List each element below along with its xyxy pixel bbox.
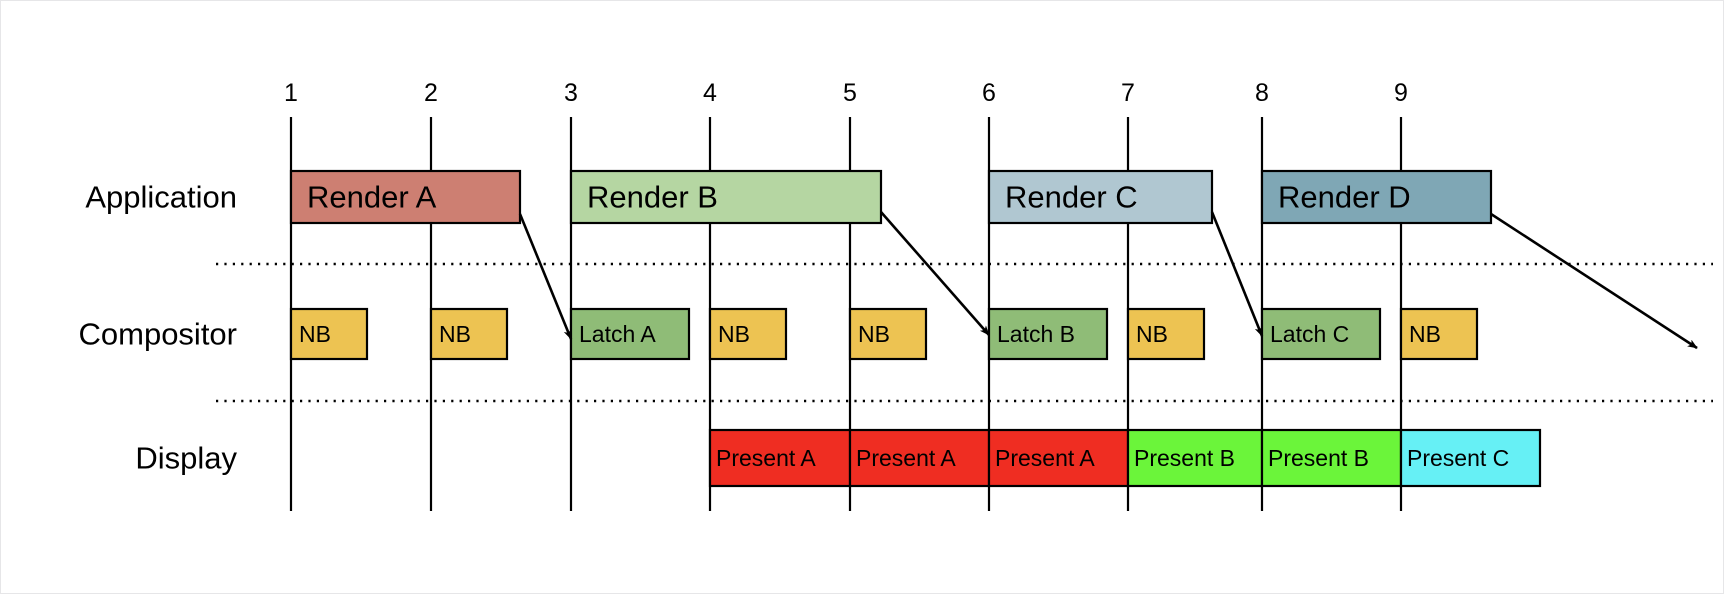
display-frame-2: Present A xyxy=(987,428,1130,488)
tick-label-6: 6 xyxy=(982,79,996,107)
application-task-label: Render C xyxy=(1005,180,1138,215)
application-task-box xyxy=(569,169,883,225)
application-task-2: Render C xyxy=(987,169,1214,225)
display-frame-3: Present B xyxy=(1126,428,1264,488)
tick-labels: 1 2 3 4 5 6 7 8 9 xyxy=(284,79,1408,107)
compositor-task-box xyxy=(848,307,928,361)
display-frame-box xyxy=(1399,428,1542,488)
application-task-label: Render A xyxy=(307,180,437,215)
tick-label-1: 1 xyxy=(284,79,298,107)
compositor-task-2: Latch A xyxy=(569,307,691,361)
display-bars: Present A Present A Present A Present B Pres… xyxy=(708,428,1542,488)
display-frame-box xyxy=(987,428,1130,488)
compositor-task-label: Latch A xyxy=(579,321,656,347)
render-d-to-offscreen xyxy=(1490,212,1698,350)
compositor-task-label: NB xyxy=(1136,321,1168,347)
display-frame-box xyxy=(848,428,991,488)
compositor-task-label: NB xyxy=(1409,321,1441,347)
compositor-task-box xyxy=(1399,307,1479,361)
row-separators xyxy=(216,262,1713,403)
application-task-1: Render B xyxy=(569,169,883,225)
tick-label-2: 2 xyxy=(424,79,438,107)
display-frame-box xyxy=(708,428,852,488)
compositor-task-box xyxy=(289,307,369,361)
compositor-task-1: NB xyxy=(429,307,509,361)
render-c-to-latch-c xyxy=(1210,211,1264,337)
application-task-3: Render D xyxy=(1260,169,1493,225)
compositor-task-4: NB xyxy=(848,307,928,361)
compositor-task-label: NB xyxy=(299,321,331,347)
display-frame-0: Present A xyxy=(708,428,852,488)
render-a-to-latch-a xyxy=(518,213,573,340)
compositor-task-label: Latch C xyxy=(1270,321,1349,347)
compositor-task-box xyxy=(1260,307,1382,361)
display-frame-box xyxy=(1126,428,1264,488)
compositor-task-3: NB xyxy=(708,307,788,361)
tick-label-3: 3 xyxy=(564,79,578,107)
compositor-task-label: NB xyxy=(858,321,890,347)
display-frame-box xyxy=(1260,428,1403,488)
application-task-label: Render D xyxy=(1278,180,1411,215)
flow-arrows xyxy=(518,211,1698,350)
compositor-task-0: NB xyxy=(289,307,369,361)
application-task-box xyxy=(289,169,522,225)
tick-label-5: 5 xyxy=(843,79,857,107)
display-frame-label: Present B xyxy=(1268,445,1369,471)
display-frame-5: Present C xyxy=(1399,428,1542,488)
compositor-bars: NB NB Latch A NB NB Latch B NB Latch C NB xyxy=(289,307,1479,361)
compositor-task-box xyxy=(429,307,509,361)
compositor-task-label: NB xyxy=(439,321,471,347)
row-label-display: Display xyxy=(135,441,237,476)
display-frame-label: Present A xyxy=(856,445,956,471)
tick-label-7: 7 xyxy=(1121,79,1135,107)
tick-label-9: 9 xyxy=(1394,79,1408,107)
application-bars: Render A Render B Render C Render D xyxy=(289,169,1493,225)
compositor-task-5: Latch B xyxy=(987,307,1109,361)
row-label-application: Application xyxy=(85,180,237,215)
row-label-compositor: Compositor xyxy=(79,317,238,352)
display-frame-label: Present A xyxy=(716,445,816,471)
application-task-label: Render B xyxy=(587,180,718,215)
display-frame-label: Present C xyxy=(1407,445,1509,471)
compositor-task-box xyxy=(987,307,1109,361)
application-task-box xyxy=(1260,169,1493,225)
compositor-task-6: NB xyxy=(1126,307,1206,361)
compositor-task-box xyxy=(1126,307,1206,361)
compositor-task-label: NB xyxy=(718,321,750,347)
tick-label-4: 4 xyxy=(703,79,717,107)
render-b-to-latch-b xyxy=(880,211,990,336)
compositor-task-7: Latch C xyxy=(1260,307,1382,361)
display-frame-4: Present B xyxy=(1260,428,1403,488)
display-frame-label: Present B xyxy=(1134,445,1235,471)
application-task-box xyxy=(987,169,1214,225)
application-task-0: Render A xyxy=(289,169,522,225)
tick-label-8: 8 xyxy=(1255,79,1269,107)
compositor-task-label: Latch B xyxy=(997,321,1075,347)
display-frame-label: Present A xyxy=(995,445,1095,471)
compositor-task-8: NB xyxy=(1399,307,1479,361)
compositor-task-box xyxy=(708,307,788,361)
display-frame-1: Present A xyxy=(848,428,991,488)
